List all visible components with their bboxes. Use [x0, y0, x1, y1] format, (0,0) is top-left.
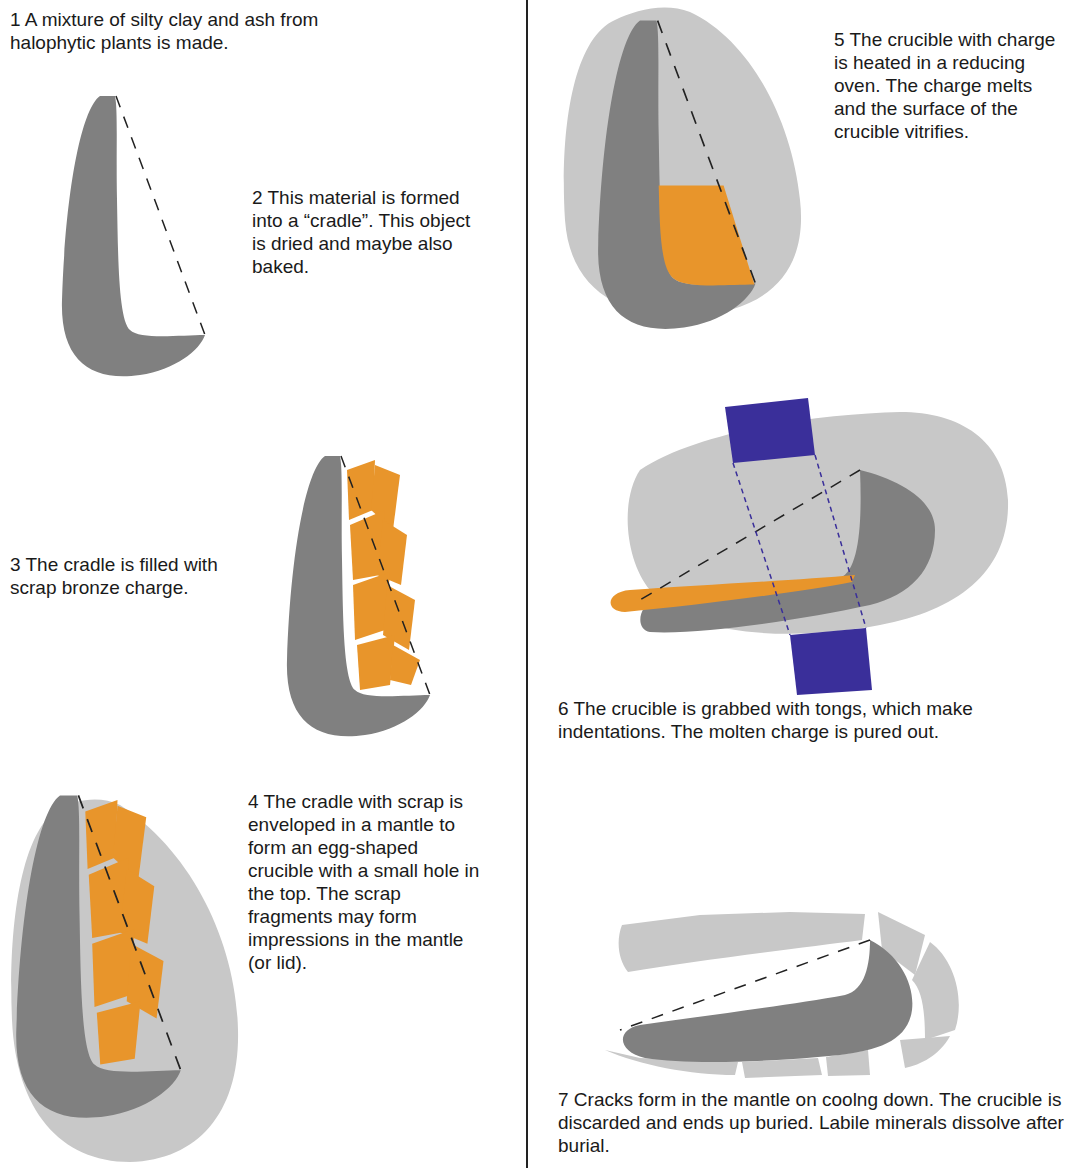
egg-crucible [11, 795, 238, 1162]
step-caption: 3 The cradle is filled with scrap bronze… [10, 553, 260, 599]
step-caption: 1 A mixture of silty clay and ash from h… [10, 8, 360, 54]
cracked-crucible [605, 912, 959, 1078]
cradle-figure-1 [62, 96, 205, 376]
step-caption: 5 The crucible with charge is heated in … [834, 28, 1066, 143]
step-caption: 2 This material is formed into a “cradle… [252, 186, 487, 278]
heated-crucible [564, 7, 801, 328]
pouring-crucible [611, 398, 1008, 695]
step-caption: 7 Cracks form in the mantle on coolng do… [558, 1088, 1068, 1157]
cradle-with-scrap [287, 456, 430, 736]
divider-line [526, 0, 528, 1168]
step-caption: 6 The crucible is grabbed with tongs, wh… [558, 697, 1068, 743]
step-caption: 4 The cradle with scrap is enveloped in … [248, 790, 488, 974]
